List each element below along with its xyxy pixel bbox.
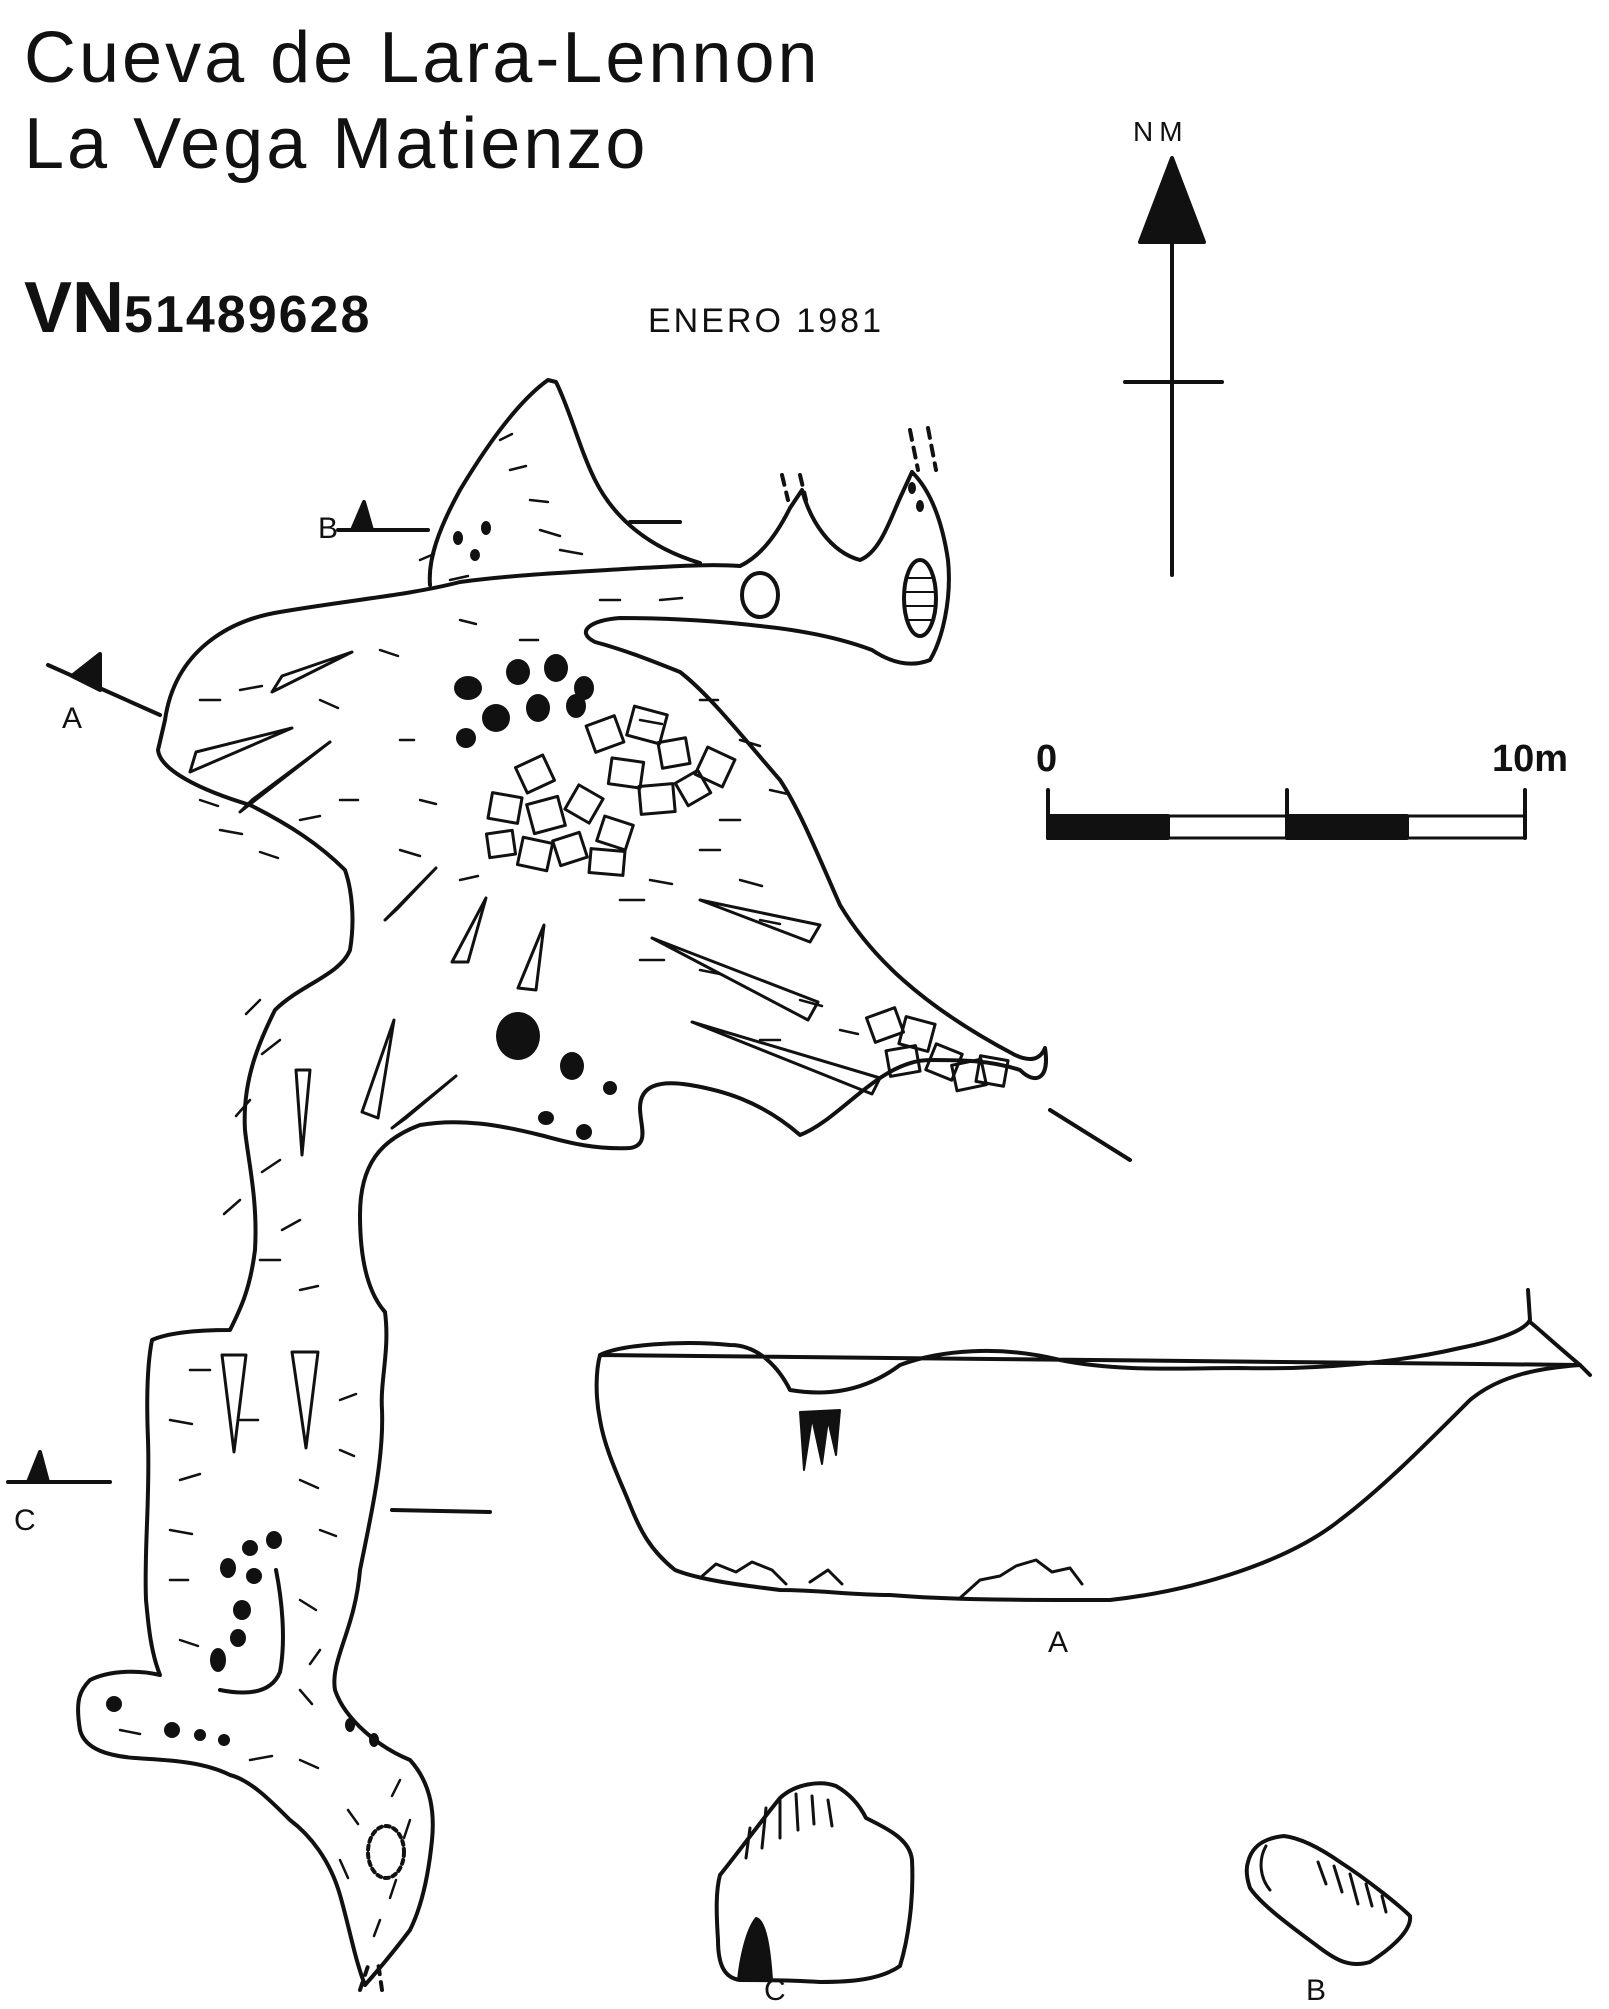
cross-section-c [714, 1781, 915, 1984]
grid-prefix: VN [24, 268, 125, 348]
cross-section-b [1244, 1834, 1413, 1967]
section-c-label: C [764, 1974, 786, 2007]
plan-marker-b-label: B [318, 512, 338, 545]
floor-boulders [698, 1558, 1084, 1600]
survey-location: La Vega Matienzo [24, 104, 649, 184]
boulder-blocks [484, 704, 1010, 1093]
survey-date: ENERO 1981 [648, 302, 884, 340]
north-label: NM [1133, 116, 1189, 147]
grid-number: 51489628 [124, 286, 372, 344]
scale-bar [1046, 788, 1527, 840]
survey-title: Cueva de Lara-Lennon [24, 18, 821, 98]
stalagmite-icon [737, 1917, 773, 1981]
scale-end-label: 10m [1492, 738, 1569, 780]
scale-segment-dark [1046, 814, 1170, 840]
section-marker-b [336, 500, 682, 532]
north-arrow-icon [1123, 156, 1224, 577]
plan-marker-a-label: A [62, 702, 82, 735]
cave-plan [76, 378, 1048, 1992]
black-stones [106, 482, 924, 1747]
boulder-icon [740, 571, 780, 619]
cross-section-a [594, 1288, 1592, 1602]
pool-icon [366, 1824, 406, 1880]
scale-segment-dark [1285, 814, 1409, 840]
scale-start-label: 0 [1036, 738, 1058, 780]
sediment-hatching [118, 432, 860, 1938]
section-marker-a [46, 652, 1132, 1162]
section-marker-c [6, 1450, 492, 1514]
grid-reference: VN51489628 [24, 272, 371, 344]
plan-marker-c-label: C [14, 1504, 36, 1537]
section-b-label: B [1306, 1974, 1326, 2007]
stalactite-icon [799, 1409, 841, 1471]
pool-icon [902, 558, 938, 638]
formation-wedges [188, 650, 882, 1454]
section-a-label: A [1048, 1626, 1068, 1659]
